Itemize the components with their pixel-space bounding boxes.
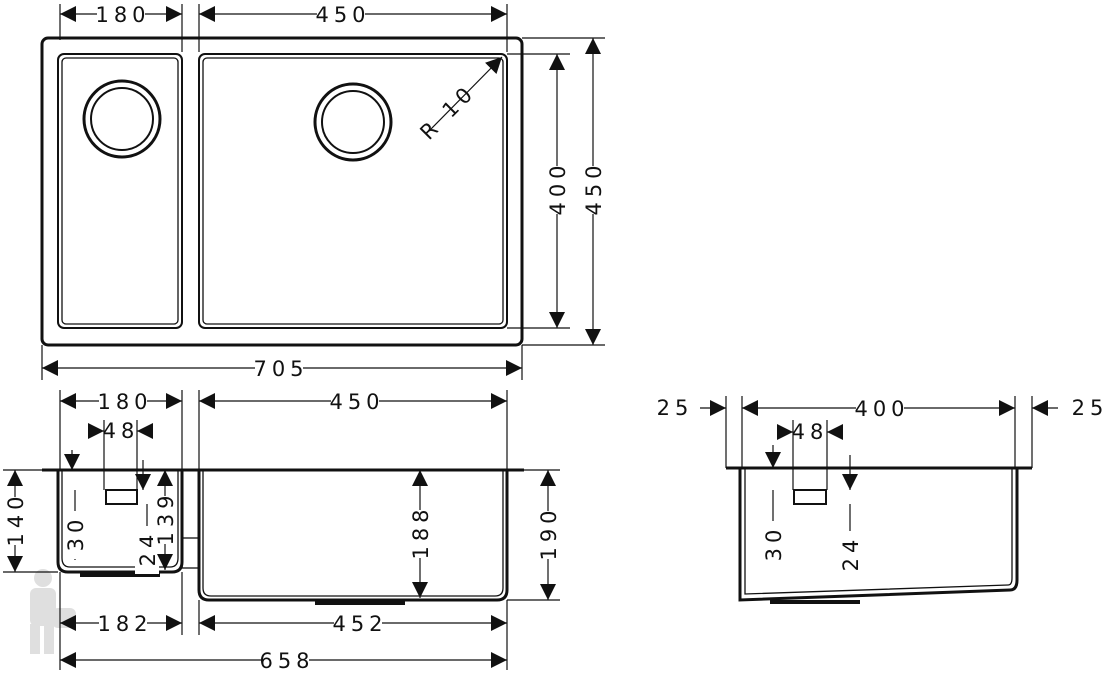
dimension-label: 30 <box>64 515 88 552</box>
dimension-label: 450 <box>582 160 606 215</box>
dimension-label: 30 <box>762 525 786 562</box>
dimension-label: 139 <box>154 490 178 545</box>
radius-label: R 10 <box>415 79 480 144</box>
dimension-label: 48 <box>792 420 829 444</box>
dimension-label: 180 <box>95 3 150 27</box>
dimension-label: 25 <box>1072 396 1107 420</box>
dimension-label: 140 <box>4 491 28 546</box>
dimension-label: 450 <box>315 3 370 27</box>
dimension-label: 400 <box>854 397 909 421</box>
dimension-label: 182 <box>97 612 152 636</box>
dimension-label: 190 <box>537 505 561 560</box>
front-section <box>42 468 524 605</box>
dimension-label: 24 <box>839 535 863 572</box>
drain-right-icon <box>313 82 393 162</box>
dimension-label: 658 <box>259 649 314 673</box>
dimension-label: 180 <box>97 390 152 414</box>
dimension-label: 400 <box>546 160 570 215</box>
dimension-label: 450 <box>329 390 384 414</box>
side-section <box>726 466 1032 604</box>
dimension-label: 705 <box>253 357 308 381</box>
drain-left-icon <box>82 79 162 159</box>
top-view <box>40 36 524 347</box>
dimension-label: 25 <box>657 396 694 420</box>
dimension-label: 48 <box>103 419 140 443</box>
dimension-label: 188 <box>409 504 433 559</box>
dimension-label: 452 <box>332 612 387 636</box>
plumber-watermark <box>30 569 76 654</box>
